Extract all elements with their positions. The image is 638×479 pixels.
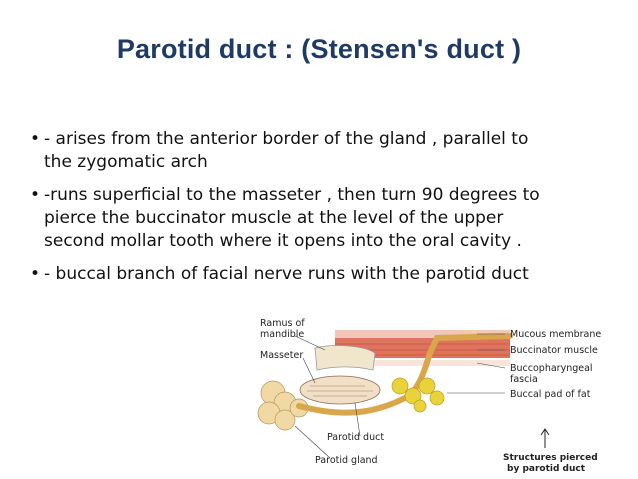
label-parotid-gland: Parotid gland: [315, 455, 378, 466]
fascia-band: [335, 360, 510, 366]
label-ramus-line1: Ramus of: [260, 318, 305, 329]
bullet-list: • - arises from the anterior border of t…: [30, 128, 550, 296]
masseter: [299, 375, 381, 405]
parotid-duct-diagram: Ramus of mandible Masseter Parotid duct …: [255, 308, 635, 479]
label-buccopharyngeal-line2: fascia: [510, 374, 538, 385]
label-parotid-duct: Parotid duct: [327, 432, 384, 443]
muscle-band: [335, 338, 510, 358]
parotid-gland: [257, 380, 309, 431]
bullet-item: • - buccal branch of facial nerve runs w…: [30, 263, 550, 286]
label-buccinator: Buccinator muscle: [510, 345, 598, 356]
label-buccal-pad: Buccal pad of fat: [510, 389, 591, 400]
label-structures-line1: Structures pierced: [503, 453, 598, 463]
mucous-membrane-band: [335, 330, 510, 338]
up-arrow-icon: [540, 428, 550, 448]
bullet-text: -runs superficial to the masseter , then…: [44, 185, 540, 251]
bullet-text: - buccal branch of facial nerve runs wit…: [44, 264, 529, 284]
slide-title: Parotid duct : (Stensen's duct ): [116, 34, 522, 64]
label-mucous-membrane: Mucous membrane: [510, 329, 601, 340]
label-buccopharyngeal-line1: Buccopharyngeal: [510, 363, 593, 374]
label-ramus-line2: mandible: [260, 329, 304, 340]
bullet-marker: •: [30, 264, 41, 284]
bullet-marker: •: [30, 185, 41, 205]
bullet-text: - arises from the anterior border of the…: [44, 129, 529, 172]
bullet-item: • - arises from the anterior border of t…: [30, 128, 550, 174]
label-masseter: Masseter: [260, 350, 303, 361]
bullet-item: • -runs superficial to the masseter , th…: [30, 184, 550, 253]
buccal-pad-of-fat: [391, 377, 445, 413]
label-structures-line2: by parotid duct: [507, 464, 586, 474]
ramus-of-mandible: [314, 345, 376, 371]
bullet-marker: •: [30, 129, 41, 149]
